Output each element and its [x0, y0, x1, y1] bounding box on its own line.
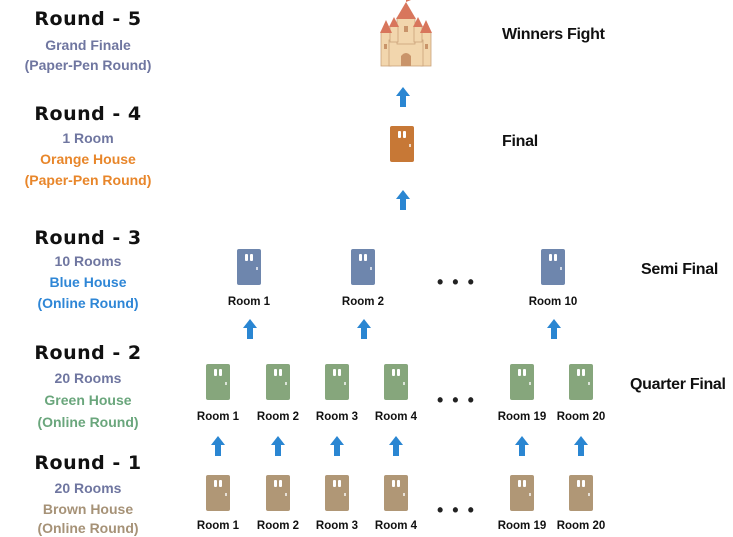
round1-room-label: Room 1 — [196, 520, 240, 532]
round-4-title: Round - 4 — [34, 103, 142, 125]
semi-room-label: Room 1 — [227, 296, 271, 308]
round-2-line2: Green House — [44, 392, 132, 408]
semi-door-icon — [541, 249, 565, 285]
stage-semi-final: Semi Final — [641, 261, 719, 278]
stage-winners-fight: Winners Fight — [502, 26, 605, 43]
round-3-line2: Blue House — [49, 274, 127, 290]
round1-door-icon — [206, 475, 230, 511]
quarter-room-label: Room 4 — [374, 411, 418, 423]
round-3-line1: 10 Rooms — [54, 253, 122, 269]
quarter-room-label: Room 1 — [196, 411, 240, 423]
stage-quarter-final: Quarter Final — [630, 376, 726, 393]
arrow-up-icon — [211, 436, 225, 456]
round1-room-label: Room 19 — [497, 520, 547, 532]
round1-room-label: Room 3 — [315, 520, 359, 532]
arrow-up-icon — [515, 436, 529, 456]
arrow-up-icon — [330, 436, 344, 456]
round-5-title: Round - 5 — [34, 8, 142, 30]
quarter-door-icon — [325, 364, 349, 400]
round-4-line2: Orange House — [40, 151, 136, 167]
round-5-line2: (Paper-Pen Round) — [24, 57, 152, 73]
round-2-title: Round - 2 — [34, 342, 142, 364]
arrow-up-icon — [574, 436, 588, 456]
arrow-up-icon — [271, 436, 285, 456]
round-3-title: Round - 3 — [34, 227, 142, 249]
round1-door-icon — [266, 475, 290, 511]
semi-door-icon — [351, 249, 375, 285]
round1-door-icon — [569, 475, 593, 511]
round-2-line1: 20 Rooms — [54, 370, 122, 386]
ellipsis: • • • — [437, 272, 476, 292]
quarter-room-label: Room 3 — [315, 411, 359, 423]
round1-room-label: Room 2 — [256, 520, 300, 532]
arrow-up-icon — [357, 319, 371, 339]
arrow-up-icon — [396, 87, 410, 107]
arrow-up-icon — [243, 319, 257, 339]
round-1-title: Round - 1 — [34, 452, 142, 474]
quarter-door-icon — [206, 364, 230, 400]
arrow-up-icon — [389, 436, 403, 456]
semi-room-label: Room 2 — [341, 296, 385, 308]
quarter-door-icon — [510, 364, 534, 400]
quarter-door-icon — [569, 364, 593, 400]
round-2-line3: (Online Round) — [37, 414, 139, 430]
round1-door-icon — [325, 475, 349, 511]
arrow-up-icon — [547, 319, 561, 339]
round1-room-label: Room 4 — [374, 520, 418, 532]
castle-icon — [380, 0, 432, 67]
round-1-line3: (Online Round) — [37, 520, 139, 536]
round1-door-icon — [510, 475, 534, 511]
final-door-icon — [390, 126, 414, 162]
quarter-room-label: Room 19 — [497, 411, 547, 423]
round-5-line1: Grand Finale — [45, 37, 131, 53]
round1-door-icon — [384, 475, 408, 511]
semi-room-label: Room 10 — [528, 296, 578, 308]
quarter-door-icon — [266, 364, 290, 400]
quarter-room-label: Room 2 — [256, 411, 300, 423]
stage-final: Final — [502, 133, 538, 150]
quarter-room-label: Room 20 — [556, 411, 606, 423]
ellipsis: • • • — [437, 500, 476, 520]
semi-door-icon — [237, 249, 261, 285]
round1-room-label: Room 20 — [556, 520, 606, 532]
ellipsis: • • • — [437, 390, 476, 410]
quarter-door-icon — [384, 364, 408, 400]
round-1-line1: 20 Rooms — [54, 480, 122, 496]
round-4-line3: (Paper-Pen Round) — [24, 172, 152, 188]
round-3-line3: (Online Round) — [37, 295, 139, 311]
arrow-up-icon — [396, 190, 410, 210]
round-4-line1: 1 Room — [62, 130, 114, 146]
round-1-line2: Brown House — [42, 501, 134, 517]
